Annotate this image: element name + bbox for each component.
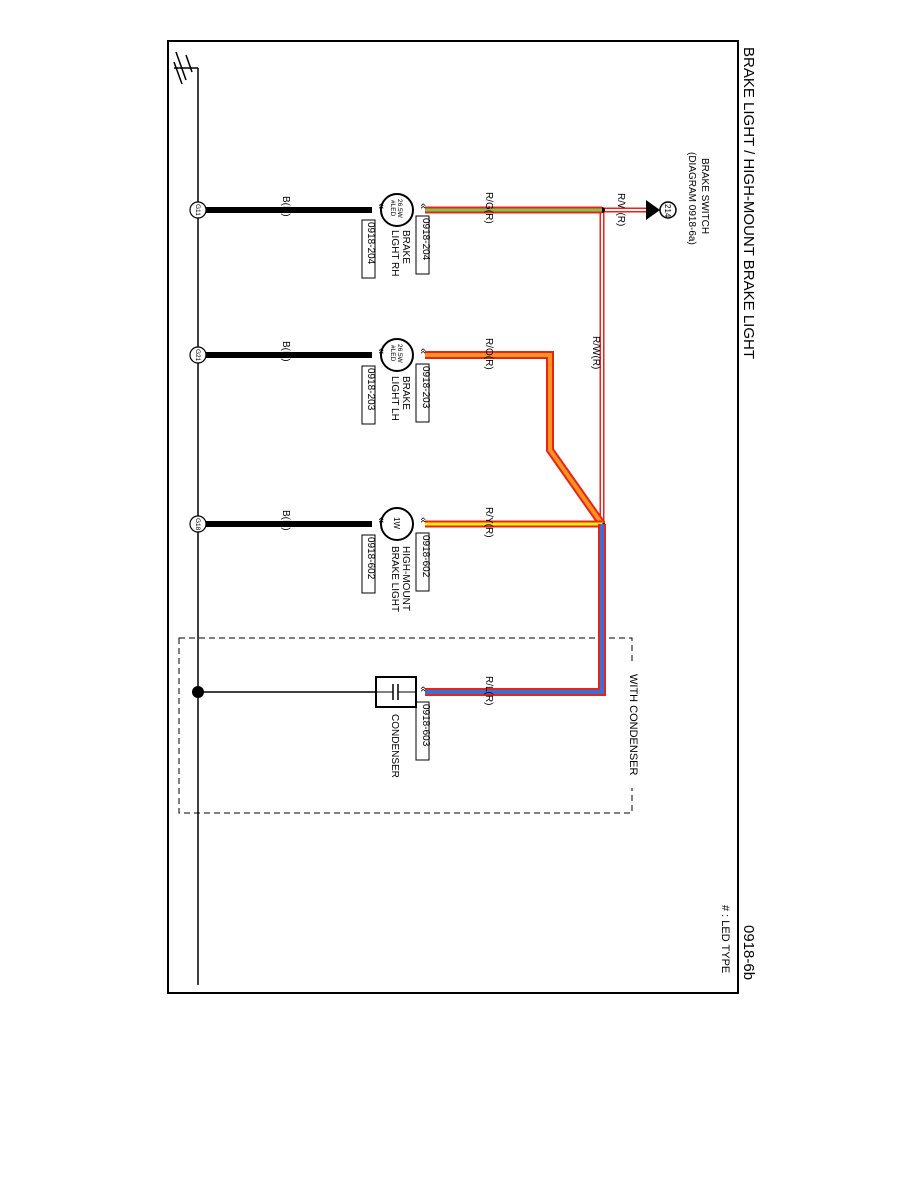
connector-label: 0918-603 [420, 704, 431, 747]
ground-point-icon [189, 515, 207, 533]
ground-label: G18 [194, 518, 201, 531]
component-name-2: LIGHT RH [389, 230, 400, 277]
branch-brake-light-lh: R/O(R) 0918-203 « 26.5W #LED BRAKE LIGHT… [189, 338, 606, 527]
connector-label: 0918-204 [420, 218, 431, 261]
component-name: HIGH-MOUNT [400, 546, 411, 611]
diagram-title: BRAKE LIGHT / HIGH-MOUNT BRAKE LIGHT [740, 47, 757, 359]
connector-chevron-icon: « [417, 517, 429, 523]
diagram-frame [167, 40, 739, 994]
connector-label: 0918-203 [365, 368, 376, 411]
connector-box [361, 219, 376, 279]
component-name: BRAKE [400, 376, 411, 410]
pin-circle [659, 201, 677, 219]
connector-label: 0918-204 [365, 222, 376, 265]
rating-led-label: #LED [389, 200, 396, 217]
connector-chevron-icon: « [417, 686, 429, 692]
connector-label: 0918-602 [365, 537, 376, 580]
wire-label: R/O(R) [483, 338, 494, 370]
bulb-icon [380, 338, 414, 372]
connector-label: 0918-602 [420, 535, 431, 578]
rating-label: 26.5W [396, 344, 403, 364]
chassis-ground-icon [173, 51, 198, 85]
switch-name: BRAKE SWITCH [699, 158, 710, 234]
with-condenser-label: WITH CONDENSER [627, 674, 639, 776]
rating-label: 1W [392, 517, 401, 529]
component-name: BRAKE [400, 230, 411, 264]
connector-box [415, 701, 430, 761]
connector-box [361, 534, 376, 594]
led-type-note: # : LED TYPE [719, 905, 731, 973]
connector-chevron-icon: « [375, 203, 387, 209]
connector-box [415, 215, 430, 275]
ground-wire-label: B(R) [280, 341, 291, 362]
component-name-2: BRAKE LIGHT [389, 546, 400, 612]
switch-pin-label: 214 [663, 204, 672, 218]
ground-label: G11 [194, 204, 201, 216]
wire-label: R/Y(R) [483, 507, 494, 538]
bus-wire-label: R/W(R) [590, 336, 601, 369]
branch-brake-light-rh: R/G(R) 0918-204 « 26.5W #LED BRAKE LIGHT… [189, 192, 602, 279]
branch-high-mount: R/Y(R) 0918-602 « 1W HIGH-MOUNT BRAKE LI… [189, 507, 602, 612]
condenser-section: WITH CONDENSER R/L(R) 0918-603 « CONDENS… [178, 524, 639, 814]
connector-box [415, 532, 430, 592]
wire-label: R/G(R) [483, 192, 494, 224]
diagram-number: 0918-6b [740, 925, 757, 980]
brake-switch: 214 BRAKE SWITCH (DIAGRAM 0918-6a) R/W(R… [615, 152, 710, 245]
ground-label: G21 [194, 349, 201, 362]
rating-label: 26.5W [396, 199, 403, 219]
connector-box [361, 365, 376, 425]
ground-wire-label: B(R) [280, 196, 291, 217]
connector-chevron-icon: « [417, 348, 429, 354]
switch-ref: (DIAGRAM 0918-6a) [686, 152, 697, 245]
connector-chevron-icon: « [375, 517, 387, 523]
connector-chevron-icon: « [375, 348, 387, 354]
connector-box [415, 363, 430, 423]
bulb-icon [380, 507, 414, 541]
ground-junction-dot [192, 686, 204, 698]
ground-wire-label: B(R) [280, 510, 291, 531]
connector-chevron-icon: « [417, 203, 429, 209]
connector-label: 0918-203 [420, 366, 431, 409]
with-condenser-box [178, 637, 633, 814]
wire-label: R/L(R) [483, 676, 494, 705]
rating-led-label: #LED [389, 345, 396, 362]
ground-point-icon [189, 346, 207, 364]
bus-wire-rw: R/W(R) [590, 207, 646, 527]
ground-point-icon [189, 201, 207, 219]
component-name-2: LIGHT LH [389, 376, 400, 421]
connector-arrow-icon [646, 200, 660, 220]
condenser-name: CONDENSER [389, 714, 400, 778]
bulb-icon [380, 193, 414, 227]
